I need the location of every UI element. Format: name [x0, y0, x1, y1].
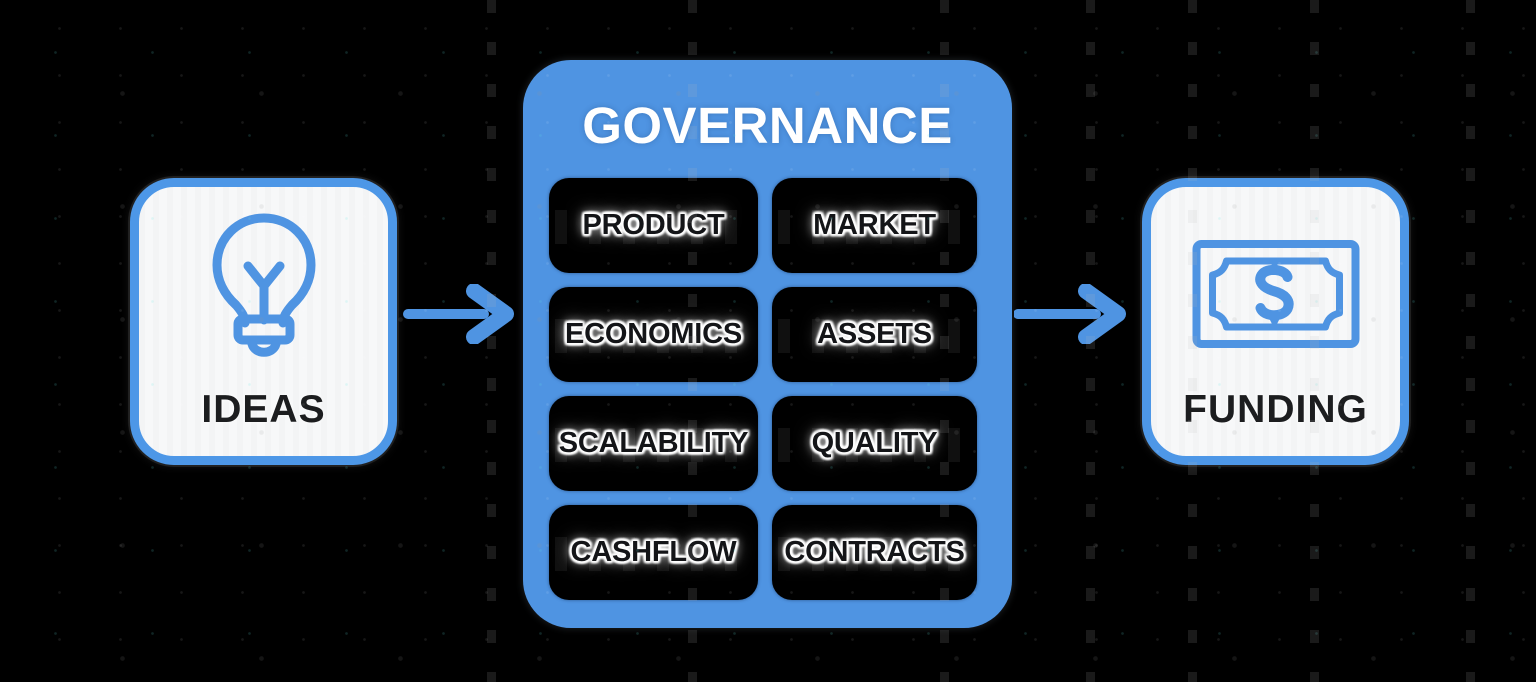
noise-column: [1466, 0, 1475, 682]
governance-item-label: ECONOMICS: [564, 318, 743, 350]
governance-item-market: MARKET: [772, 178, 977, 273]
governance-item-label: CASHFLOW: [570, 536, 737, 568]
governance-item-assets: ASSETS: [772, 287, 977, 382]
governance-item-scalability: SCALABILITY: [549, 396, 758, 491]
governance-item-contracts: CONTRACTS: [772, 505, 977, 600]
governance-item-label: MARKET: [813, 209, 936, 241]
governance-item-quality: QUALITY: [772, 396, 977, 491]
governance-item-product: PRODUCT: [549, 178, 758, 273]
money-bill-icon: [1192, 240, 1359, 348]
governance-item-label: QUALITY: [811, 427, 938, 459]
arrow-right-icon: [403, 284, 514, 344]
governance-item-label: SCALABILITY: [558, 427, 749, 459]
governance-panel: GOVERNANCE PRODUCT MARKET ECONOMICS ASSE…: [523, 60, 1012, 628]
lightbulb-icon: [212, 213, 315, 357]
governance-title: GOVERNANCE: [582, 97, 953, 154]
ideas-label: IDEAS: [201, 388, 326, 431]
governance-item-cashflow: CASHFLOW: [549, 505, 758, 600]
funding-label: FUNDING: [1183, 388, 1368, 431]
ideas-node: IDEAS: [130, 178, 397, 465]
governance-item-label: CONTRACTS: [784, 536, 965, 568]
arrow-right-icon: [1014, 284, 1126, 344]
governance-item-economics: ECONOMICS: [549, 287, 758, 382]
governance-grid: PRODUCT MARKET ECONOMICS ASSETS SCALABIL…: [549, 178, 977, 600]
governance-item-label: PRODUCT: [582, 209, 725, 241]
governance-item-label: ASSETS: [817, 318, 932, 350]
funding-node: FUNDING: [1142, 178, 1409, 465]
